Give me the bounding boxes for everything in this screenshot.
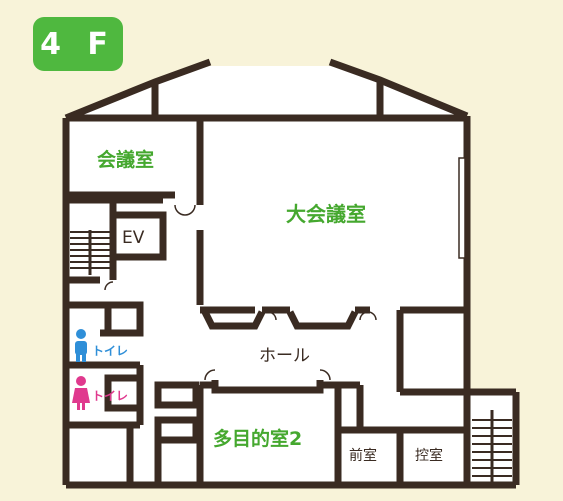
women-icon [72,376,90,410]
waiting-room-label: 控室 [415,448,443,464]
men-icon [75,329,87,362]
window [458,157,466,259]
toilet-women-label: トイレ [92,389,129,403]
multipurpose-room-2-label: 多目的室2 [213,428,303,450]
walls [62,58,520,489]
anteroom-label: 前室 [349,448,377,464]
hall-label: ホール [259,346,310,366]
right-stairs [472,410,512,482]
left-stairs [70,230,110,275]
toilet-men-label: トイレ [92,344,129,358]
large-meeting-room-label: 大会議室 [286,202,366,226]
meeting-room-label: 会議室 [97,149,155,171]
floor-badge: 4 F [33,17,123,71]
door-swings [104,204,377,381]
elevator-label: EV [122,228,145,248]
